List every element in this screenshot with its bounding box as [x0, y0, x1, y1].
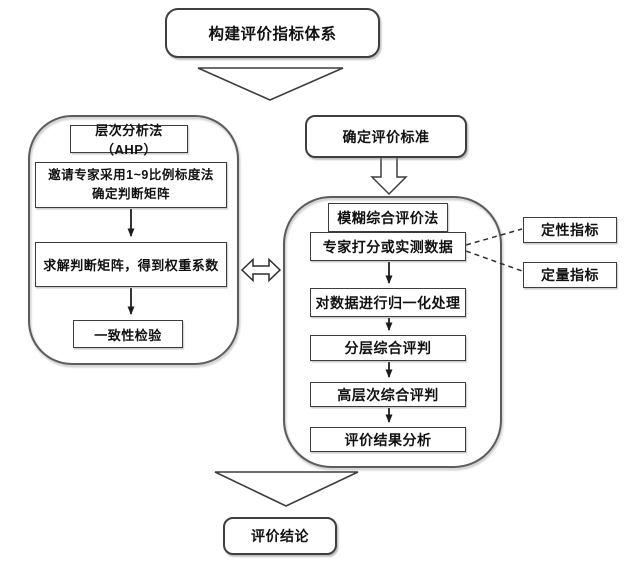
ahp-step-solve-matrix-label: 求解判断矩阵，得到权重系数	[43, 258, 219, 273]
fuzzy-step-normalize: 对数据进行归一化处理	[310, 288, 466, 317]
ahp-group-container	[28, 115, 239, 365]
fuzzy-step-layer-evaluation: 分层综合评判	[310, 335, 466, 361]
double-arrow-icon	[240, 257, 282, 283]
node-determine-criteria: 确定评价标准	[305, 115, 467, 158]
fuzzy-step-highlevel-evaluation-label: 高层次综合评判	[337, 386, 439, 403]
fuzzy-step-normalize-label: 对数据进行归一化处理	[315, 294, 461, 311]
node-build-index-system: 构建评价指标体系	[165, 8, 380, 58]
ahp-title-box: 层次分析法（AHP）	[70, 123, 188, 157]
indicator-quantitative-box: 定量指标	[523, 262, 617, 288]
ahp-step-solve-matrix: 求解判断矩阵，得到权重系数	[35, 242, 227, 287]
ahp-step-consistency-check-label: 一致性检验	[94, 327, 162, 343]
indicator-qualitative-box: 定性指标	[523, 217, 617, 243]
node-determine-criteria-label: 确定评价标准	[342, 128, 430, 145]
block-arrow-down-icon	[370, 156, 408, 196]
node-build-index-system-label: 构建评价指标体系	[208, 26, 337, 43]
fuzzy-step-layer-evaluation-label: 分层综合评判	[344, 340, 432, 356]
flow-triangle-bottom-icon	[214, 471, 359, 507]
ahp-step-invite-experts: 邀请专家采用1~9比例标度法确定判断矩阵	[35, 162, 227, 208]
node-conclusion-label: 评价结论	[251, 528, 309, 544]
indicator-quantitative-label: 定量指标	[541, 267, 599, 283]
fuzzy-step-result-analysis-label: 评价结果分析	[344, 431, 432, 448]
fuzzy-step-expert-data: 专家打分或实测数据	[310, 232, 466, 261]
fuzzy-step-result-analysis: 评价结果分析	[310, 427, 466, 452]
node-conclusion: 评价结论	[223, 517, 337, 555]
fuzzy-group-container	[283, 196, 502, 468]
fuzzy-title-box: 模糊综合评价法	[328, 203, 448, 232]
flow-triangle-top-icon	[197, 67, 344, 101]
indicator-qualitative-label: 定性指标	[541, 222, 599, 238]
ahp-step-invite-experts-label: 邀请专家采用1~9比例标度法确定判断矩阵	[48, 168, 214, 201]
fuzzy-title-label: 模糊综合评价法	[337, 209, 439, 226]
fuzzy-step-highlevel-evaluation: 高层次综合评判	[310, 382, 466, 407]
ahp-step-consistency-check: 一致性检验	[73, 320, 183, 348]
fuzzy-step-expert-data-label: 专家打分或实测数据	[322, 238, 454, 255]
ahp-title-label: 层次分析法（AHP）	[95, 123, 163, 157]
